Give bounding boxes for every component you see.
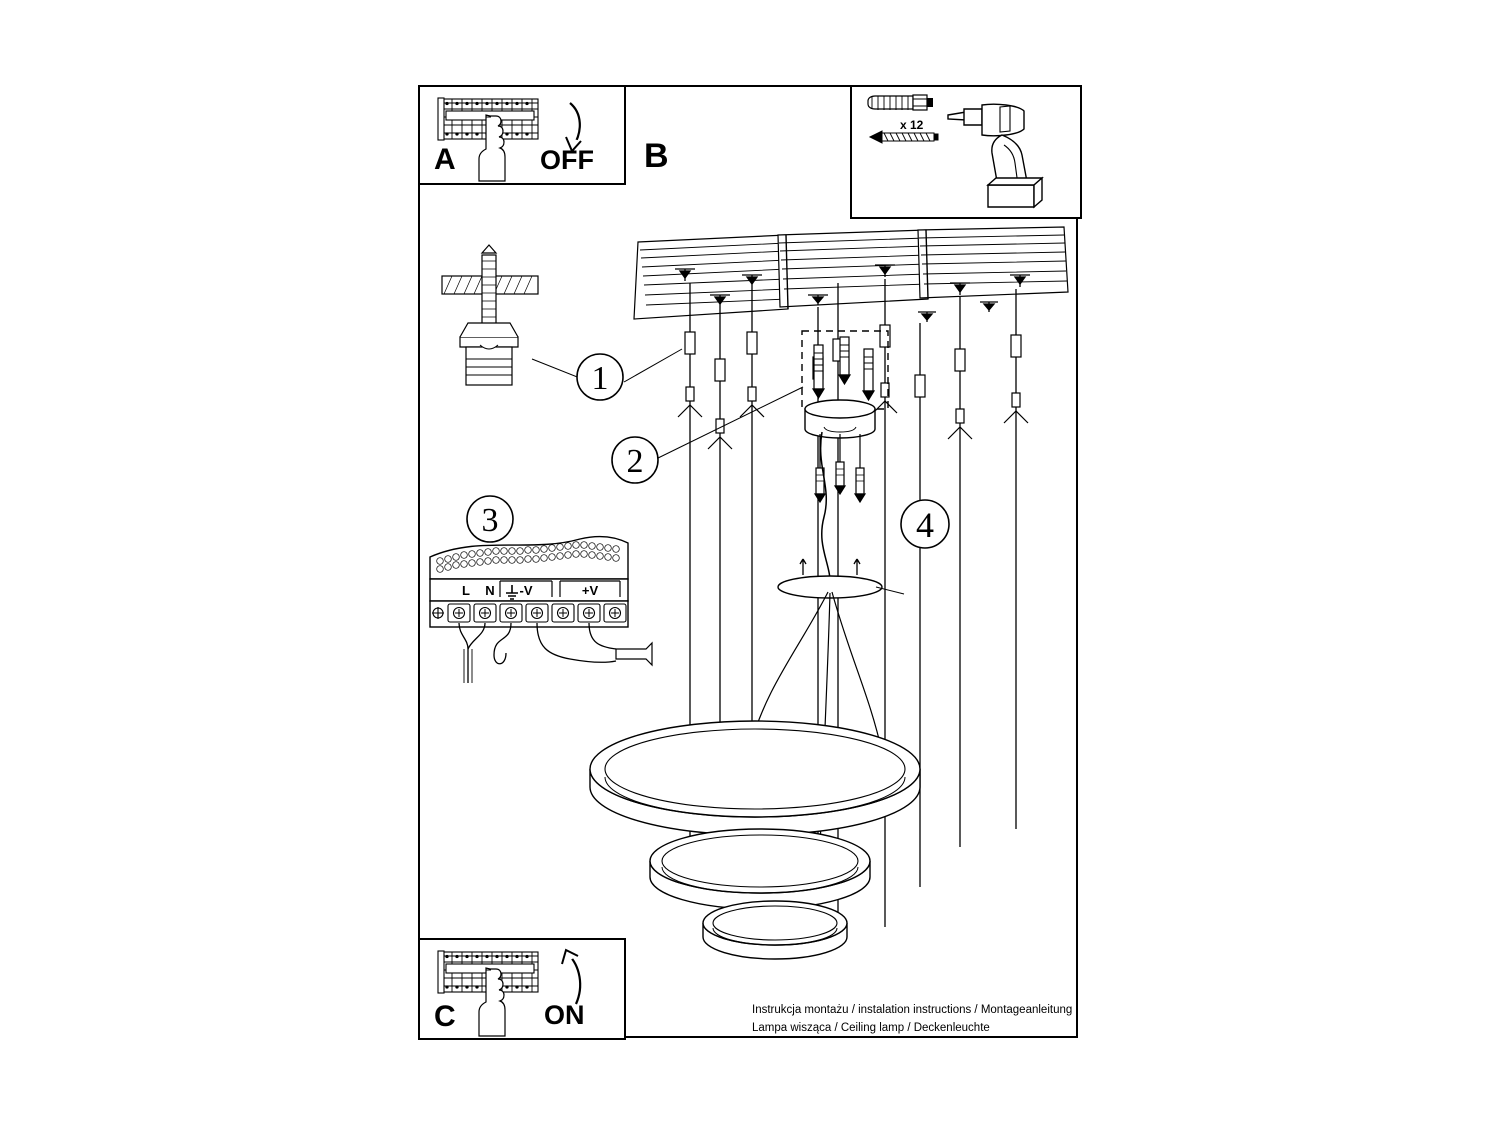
step-c-box: C ON [418,938,626,1040]
canopy-cover-disc [777,558,883,599]
toggle-bolt-anchor-detail [441,244,539,386]
callout-2-number: 2 [627,443,644,480]
ceiling-mount-screws [675,264,1030,322]
step-b-box: x 12 [850,85,1082,219]
power-drill-icon [947,103,1044,209]
step-a-letter: A [434,143,456,176]
driver-output-wires [458,622,653,683]
caption-line-1: Instrukcja montażu / instalation instruc… [752,1004,1073,1016]
step-c-action-label: ON [544,1000,585,1030]
terminal-label-minus-v: -V [520,583,533,598]
hand-pointing-icon [478,967,506,1037]
ring-3-bottom [702,900,848,960]
terminal-label-l: L [462,583,470,598]
ring-1-top [589,720,921,836]
vent-mesh [436,541,620,573]
anchor-count-label: x 12 [900,118,924,132]
chassis-ground-mark [432,607,444,619]
terminal-label-n: N [485,583,494,598]
led-power-supply: L N -V +V [429,535,653,683]
step-b-illustration [867,94,1044,209]
step-c-illustration [437,948,582,1037]
wall-plug-anchor-icon [867,94,933,111]
terminal-label-plus-v: +V [582,583,599,598]
main-power-cable [819,431,831,588]
step-a-action-label: OFF [540,145,594,175]
hand-pointing-icon [478,114,506,182]
caption-line-2: Lampa wisząca / Ceiling lamp / Deckenleu… [752,1022,990,1034]
callout-4: 4 [900,499,950,549]
suspension-rods [811,336,876,402]
screw-icon [868,130,939,144]
terminal-screws [447,603,627,623]
callout-1-number: 1 [592,360,609,397]
instruction-sheet: A OFF B [418,85,1082,1040]
terminal-label-ground [506,585,518,600]
curved-arrow-down-icon [565,102,582,153]
ceiling-canopy [804,399,876,439]
canopy-droppers [813,434,867,504]
main-assembly-drawing: 1 2 3 4 [429,226,1069,960]
step-a-illustration [437,97,582,182]
step-c-letter: C [434,1000,456,1033]
curved-arrow-up-icon [561,948,582,1005]
callout-1: 1 [576,353,624,401]
callout-2: 2 [611,436,659,484]
step-a-box: A OFF [418,85,626,185]
step-b-letter: B [644,137,669,175]
ring-2-middle [649,828,871,910]
callout-3: 3 [466,495,514,543]
ceiling-panels [633,226,1069,320]
cable-grip-sleeves [684,324,1022,398]
callout-3-number: 3 [482,502,499,539]
callout-4-number: 4 [916,505,934,545]
